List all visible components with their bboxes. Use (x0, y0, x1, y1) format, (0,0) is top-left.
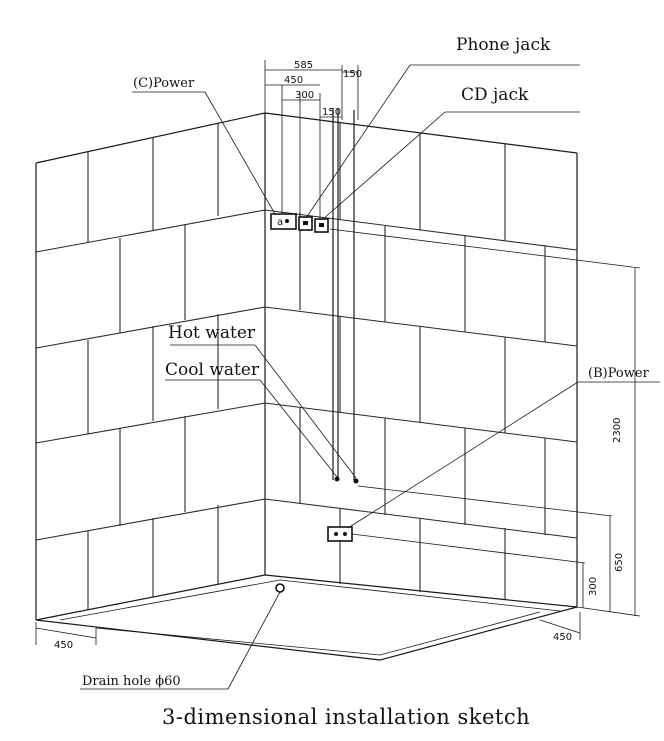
right-wall-tiles (264, 123, 578, 600)
top-dimensions: 585 450 300 150 150 (264, 60, 362, 219)
label-cd-jack: CD jack (461, 85, 529, 105)
dim-2300: 2300 (612, 418, 623, 443)
wall-outline (35, 112, 578, 661)
hot-water-outlet (353, 478, 359, 484)
label-drain-hole: Drain hole ϕ60 (82, 674, 181, 689)
floor-dimensions: 450 450 (35, 612, 581, 651)
caption: 3-dimensional installation sketch (162, 705, 530, 729)
dim-450-left: 450 (54, 640, 73, 651)
label-cool-water: Cool water (165, 360, 260, 380)
dim-450-right: 450 (553, 632, 572, 643)
cd-jack-box (314, 218, 329, 233)
water-pipes (332, 108, 359, 484)
svg-text:a: a (277, 217, 283, 228)
dim-300-side: 300 (588, 577, 599, 596)
cool-water-outlet (334, 476, 340, 482)
b-power-outlet (327, 526, 353, 542)
leader-lines (80, 64, 660, 690)
dim-150-b: 150 (322, 107, 341, 118)
left-wall-tiles (35, 123, 266, 610)
label-hot-water: Hot water (168, 323, 256, 343)
phone-jack-box (298, 216, 313, 231)
label-phone-jack: Phone jack (456, 35, 551, 55)
dim-450-top: 450 (284, 75, 303, 86)
c-power-outlet: a (270, 213, 297, 230)
label-b-power: (B)Power (588, 366, 650, 381)
label-c-power: (C)Power (133, 76, 195, 91)
dim-150-a: 150 (343, 69, 362, 80)
drain-hole (275, 583, 285, 593)
side-dimensions: 2300 650 300 (329, 228, 641, 617)
dim-650: 650 (614, 553, 625, 572)
dim-300-top: 300 (295, 90, 314, 101)
dim-585: 585 (294, 60, 313, 71)
